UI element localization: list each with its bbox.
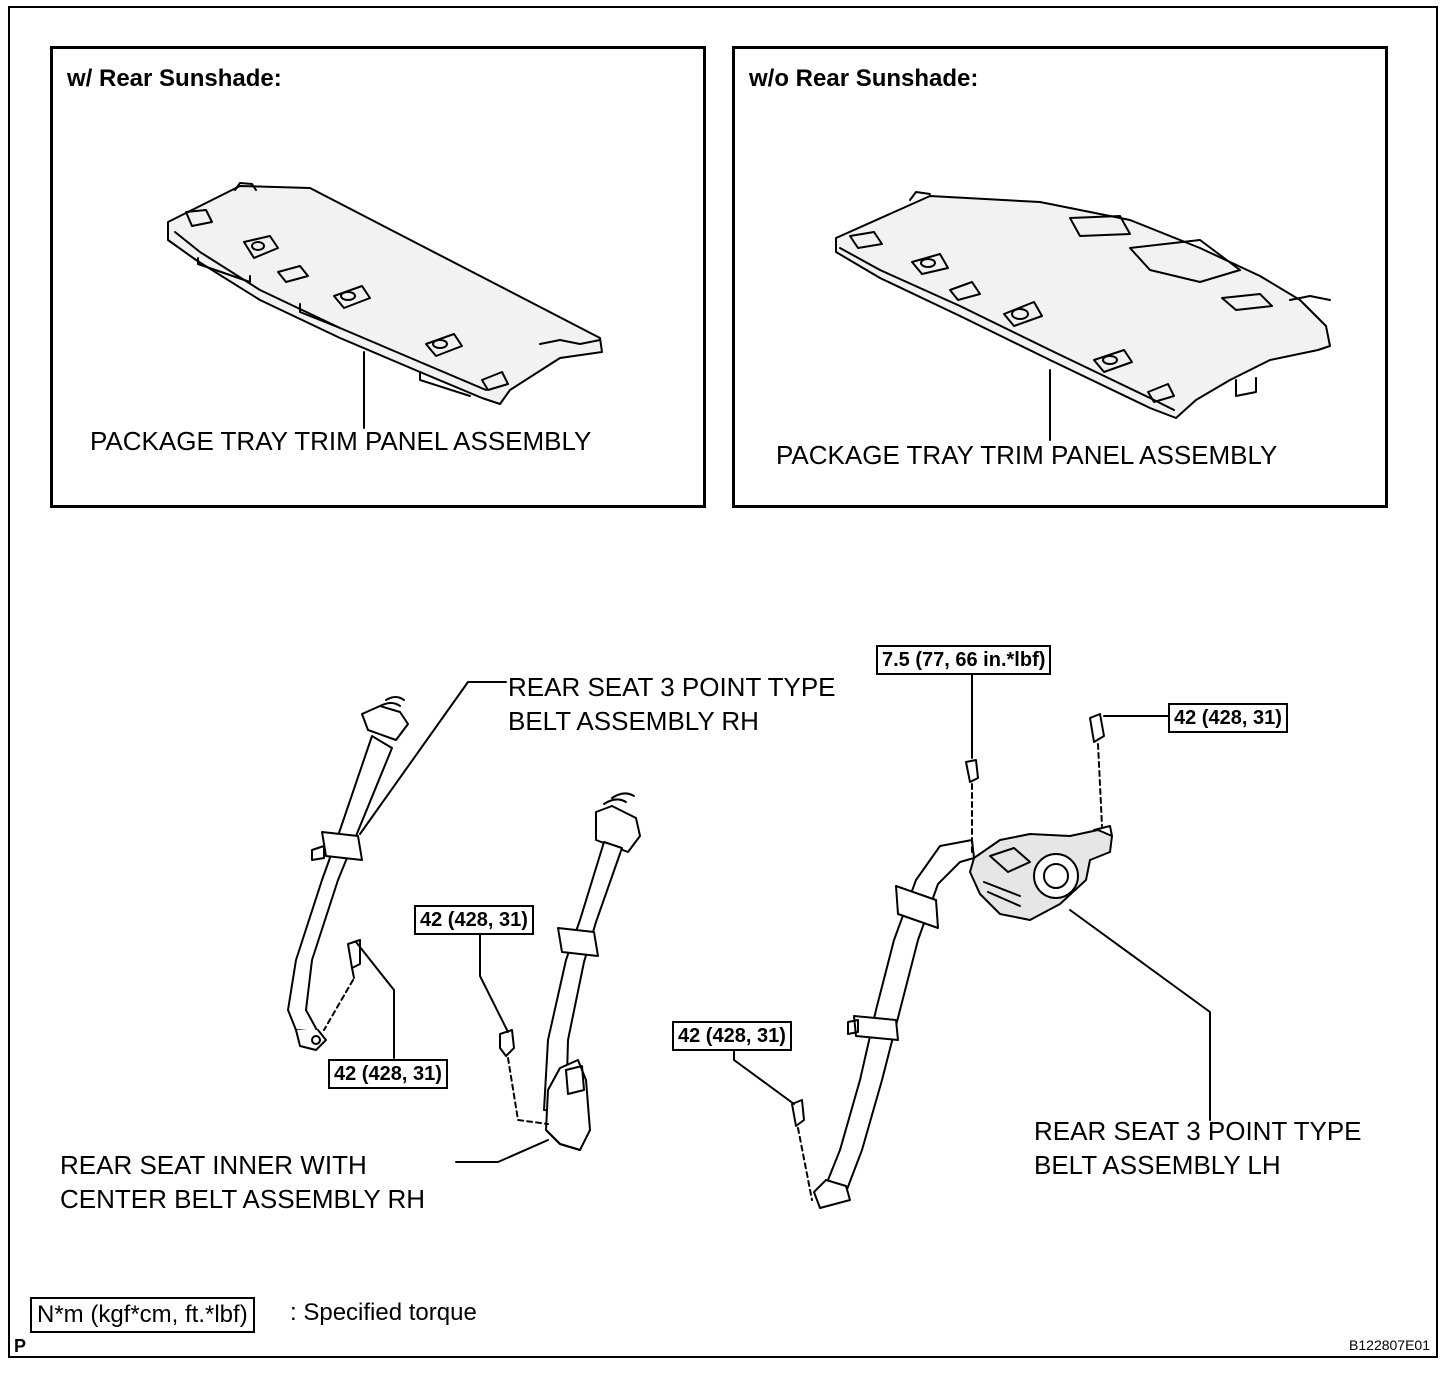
- panel-title: w/ Rear Sunshade:: [67, 65, 282, 92]
- leader-rh-belt: [359, 681, 507, 835]
- lh-belt-illustration: [791, 713, 1113, 1209]
- label-line: BELT ASSEMBLY LH: [1034, 1150, 1281, 1180]
- torque-spec-lh-lower: 42 (428, 31): [672, 1021, 792, 1051]
- torque-spec-rh-anchor: 42 (428, 31): [328, 1059, 448, 1089]
- torque-legend-unit: N*m (kgf*cm, ft.*lbf): [30, 1297, 255, 1333]
- label-line: CENTER BELT ASSEMBLY RH: [60, 1184, 426, 1214]
- part-label-tray-with-sunshade: PACKAGE TRAY TRIM PANEL ASSEMBLY: [90, 426, 592, 456]
- package-tray-with-sunshade-illustration: [167, 182, 603, 405]
- panel-without-sunshade: w/o Rear Sunshade:: [732, 46, 1388, 508]
- corner-mark: P: [14, 1336, 27, 1356]
- label-line: BELT ASSEMBLY RH: [508, 706, 759, 736]
- part-label-rh-belt: REAR SEAT 3 POINT TYPE BELT ASSEMBLY RH: [508, 670, 836, 738]
- panel-title: w/o Rear Sunshade:: [749, 65, 979, 92]
- torque-legend-text: : Specified torque: [290, 1299, 477, 1326]
- torque-spec-lh-top: 7.5 (77, 66 in.*lbf): [876, 645, 1052, 675]
- package-tray-without-sunshade-illustration: [835, 191, 1331, 419]
- figure-code: B122807E01: [1349, 1337, 1430, 1353]
- center-belt-illustration: [499, 792, 641, 1151]
- leader-center-anchor: [479, 929, 509, 1033]
- torque-spec-lh-retractor: 42 (428, 31): [1168, 703, 1288, 733]
- label-line: REAR SEAT INNER WITH: [60, 1150, 367, 1180]
- leader-center-belt: [455, 1139, 549, 1163]
- label-line: REAR SEAT 3 POINT TYPE: [508, 672, 836, 702]
- torque-spec-center-anchor: 42 (428, 31): [414, 905, 534, 935]
- figure-frame: [8, 6, 1438, 1358]
- rh-belt-illustration: [287, 696, 409, 1051]
- part-label-tray-without-sunshade: PACKAGE TRAY TRIM PANEL ASSEMBLY: [776, 440, 1278, 470]
- part-label-lh-belt: REAR SEAT 3 POINT TYPE BELT ASSEMBLY LH: [1034, 1114, 1362, 1182]
- label-line: REAR SEAT 3 POINT TYPE: [1034, 1116, 1362, 1146]
- part-label-center-belt: REAR SEAT INNER WITH CENTER BELT ASSEMBL…: [60, 1148, 425, 1216]
- panel-with-sunshade: w/ Rear Sunshade:: [50, 46, 706, 508]
- leader-lh-lower: [733, 1045, 795, 1105]
- leader-rh-anchor: [355, 941, 395, 1059]
- leader-lh-belt: [1069, 909, 1211, 1121]
